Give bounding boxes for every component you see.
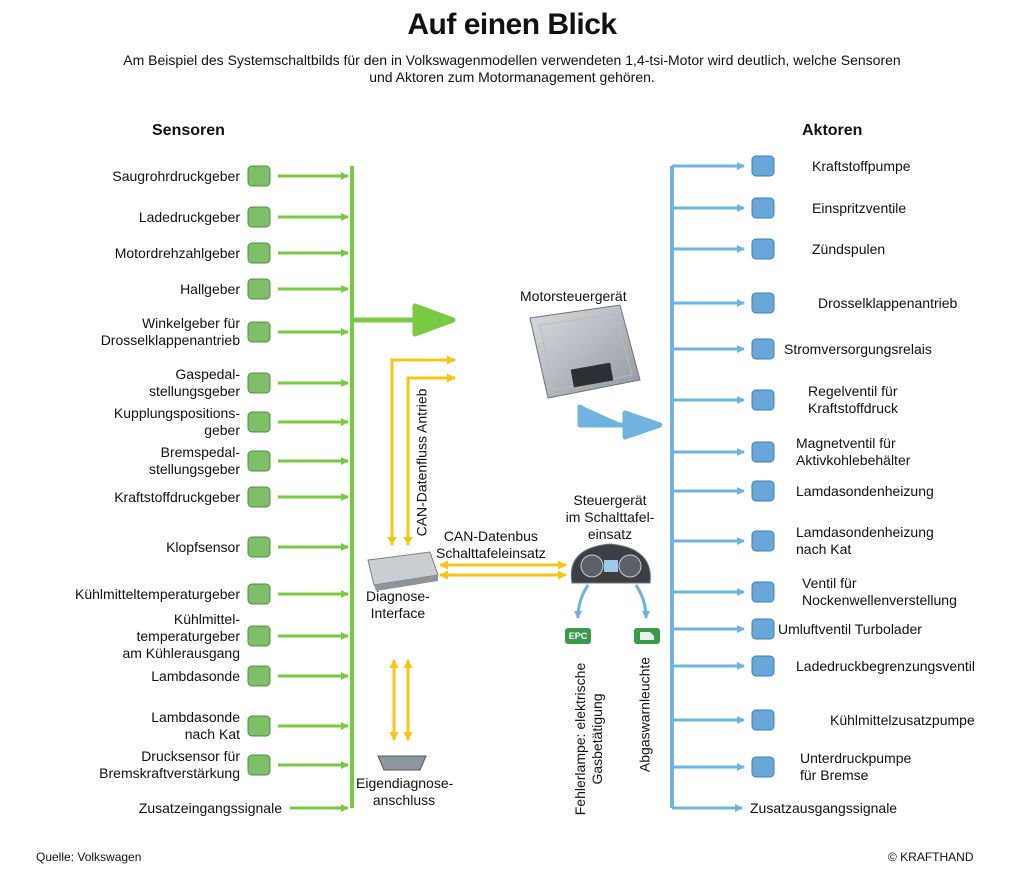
diag-port-label: Eigendiagnose- anschluss	[356, 775, 454, 808]
actuator-label-5: Stromversorgungsrelais	[784, 340, 932, 357]
sensor-part-icon-2	[247, 206, 271, 228]
sensor-label-8: Bremspedal- stellungsgeber	[148, 444, 240, 477]
actuator-part-icon-2	[751, 197, 775, 219]
sensor-label-13: Lambdasonde	[151, 667, 240, 684]
sensor-label-1: Saugrohrdruckgeber	[112, 167, 240, 184]
epc-lamp-label: Fehlerlampe: elektrische Gasbetätigung	[572, 662, 605, 816]
actuator-label-9: Lamdasondenheizung nach Kat	[796, 524, 934, 557]
actuator-bus	[577, 166, 674, 808]
sensor-part-icon-5	[247, 321, 271, 343]
diagnostic-interface	[367, 551, 439, 591]
sensor-part-icon-9	[247, 486, 271, 508]
sensor-label-12: Kühlmittel- temperaturgeber am Kühleraus…	[122, 610, 240, 661]
sensor-part-icon-1	[247, 165, 271, 187]
sensor-label-7: Kupplungspositions- geber	[113, 405, 240, 438]
actuator-part-icon-10	[751, 581, 775, 603]
diag-interface-label: Diagnose- Interface	[366, 588, 430, 621]
sensors-heading: Sensoren	[152, 122, 225, 139]
engine-ecu	[529, 304, 641, 399]
sensor-part-icon-3	[247, 242, 271, 264]
actuator-label-7: Magnetventil für Aktivkohlebehälter	[796, 435, 911, 468]
sensor-part-icon-4	[247, 278, 271, 300]
sensor-label-15: Drucksensor für Bremskraftverstärkung	[99, 748, 240, 781]
can-drive-label: CAN-Datenfluss Antrieb	[413, 388, 430, 537]
actuator-label-8: Lamdasondenheizung	[796, 482, 934, 499]
sensor-part-icon-6	[247, 372, 271, 394]
sensor-connections	[247, 165, 349, 812]
lamp-arrows	[574, 584, 650, 619]
sensor-label-6: Gaspedal- stellungsgeber	[148, 366, 240, 399]
actuator-label-3: Zündspulen	[812, 240, 886, 257]
actuator-label-14: Unterdruckpumpe für Bremse	[800, 750, 912, 783]
sensor-label-11: Kühlmitteltemperaturgeber	[75, 585, 240, 602]
actuator-part-icon-6	[751, 389, 775, 411]
sensor-part-icon-14	[247, 715, 271, 737]
page-subtitle: Am Beispiel des Systemschaltbilds für de…	[123, 52, 901, 85]
actuator-part-icon-5	[751, 338, 775, 360]
sensor-label-14: Lambdasonde nach Kat	[151, 709, 240, 742]
ecu-label: Motorsteuergerät	[520, 288, 627, 304]
actuator-part-icon-4	[751, 292, 775, 314]
diagnostic-port	[377, 755, 427, 771]
sensor-label-9: Kraftstoffdruckgeber	[114, 488, 240, 505]
actuator-part-icon-9	[751, 530, 775, 552]
actuator-label-6: Regelventil für Kraftstoffdruck	[808, 383, 899, 416]
actuator-label-12: Ladedruckbegrenzungsventil	[796, 657, 976, 674]
epc-badge: EPC	[565, 628, 591, 644]
emission-lamp	[634, 628, 660, 644]
actuator-part-icon-8	[751, 480, 775, 502]
actuator-part-icon-3	[751, 238, 775, 260]
sensor-label-10: Klopfsensor	[166, 538, 240, 555]
sensor-label-5: Winkelgeber für Drosselklappenantrieb	[100, 315, 240, 348]
actuator-label-11: Umluftventil Turbolader	[778, 620, 922, 637]
sensor-label-16: Zusatzeingangssignale	[138, 799, 282, 816]
sensor-bus	[350, 166, 456, 808]
actuator-part-icon-11	[751, 618, 775, 640]
actuator-label-2: Einspritzventile	[812, 199, 907, 216]
sensor-part-icon-10	[247, 536, 271, 558]
sensor-label-2: Ladedruckgeber	[138, 208, 240, 225]
actuators-heading: Aktoren	[802, 122, 863, 139]
actuator-part-icon-1	[751, 155, 775, 177]
can-lines	[387, 355, 567, 741]
sensor-part-icon-7	[247, 411, 271, 433]
actuator-part-icon-12	[751, 655, 775, 677]
sensor-label-3: Motordrehzahlgeber	[114, 244, 240, 261]
actuator-part-icon-7	[751, 441, 775, 463]
sensor-part-icon-8	[247, 450, 271, 472]
dash-ecu-label: Steuergerät im Schalttafel- einsatz	[565, 492, 655, 542]
instrument-cluster	[570, 543, 651, 584]
emission-lamp-label: Abgaswarnleuchte	[636, 656, 653, 773]
actuator-part-icon-14	[751, 756, 775, 778]
sensor-part-icon-12	[247, 625, 271, 647]
copyright-note: © KRAFTHAND	[888, 850, 974, 864]
actuator-label-15: Zusatzausgangssignale	[750, 799, 898, 816]
source-note: Quelle: Volkswagen	[36, 850, 142, 864]
can-dash-label: CAN-Datenbus Schalttafeleinsatz	[436, 528, 546, 561]
actuator-label-4: Drosselklappenantrieb	[818, 294, 958, 311]
sensor-part-icon-11	[247, 583, 271, 605]
actuator-label-13: Kühlmittelzusatzpumpe	[830, 711, 975, 728]
actuator-connections	[672, 155, 775, 812]
actuator-label-10: Ventil für Nockenwellenverstellung	[802, 575, 957, 608]
sensor-part-icon-13	[247, 665, 271, 687]
actuator-part-icon-13	[751, 709, 775, 731]
sensor-part-icon-15	[247, 754, 271, 776]
page-title: Auf einen Blick	[407, 8, 617, 41]
actuator-label-1: Kraftstoffpumpe	[812, 157, 911, 174]
sensor-label-4: Hallgeber	[180, 280, 240, 297]
